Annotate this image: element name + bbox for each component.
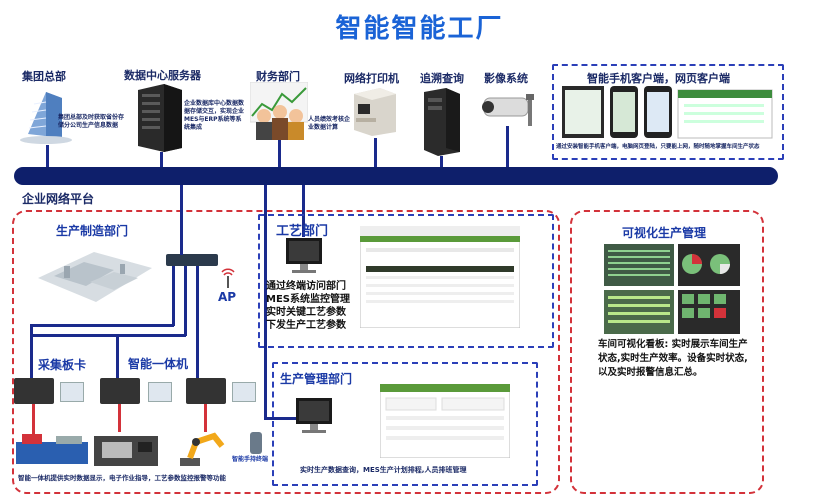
terminal-label: 智能一体机 [128, 357, 189, 371]
collector-label: 采集板卡 [38, 358, 87, 372]
network-label: 企业网络平台 [22, 192, 95, 206]
link-datacenter [160, 152, 163, 167]
trace-label: 追溯查询 [420, 72, 464, 85]
tower-pc-icon [420, 86, 464, 158]
cable-2 [118, 404, 121, 432]
craft-title: 工艺部门 [276, 224, 329, 239]
camera-icon [480, 92, 538, 130]
link-craft-pc [302, 185, 305, 237]
ap-label: AP [218, 290, 237, 304]
link-video [506, 126, 509, 167]
people-icon [249, 81, 309, 142]
wifi-icon [218, 264, 238, 290]
hline-1 [30, 324, 174, 327]
craft-screenshot [359, 225, 521, 329]
scanner-label: 智能手持终端 [232, 456, 269, 463]
visual-title: 可视化生产管理 [622, 226, 707, 240]
craft-pc-icon [284, 236, 324, 276]
finance-desc: 人员绩效考核企业数据计算 [308, 116, 351, 131]
robot-arm-icon [174, 428, 230, 468]
link-prodmgmt [264, 417, 300, 420]
collector-board-2 [100, 378, 140, 404]
monitor-1 [60, 382, 84, 402]
phone-screens [562, 84, 774, 140]
cable-3 [204, 404, 207, 432]
cnc-machine-icon [94, 430, 158, 468]
finance-label: 财务部门 [256, 70, 300, 83]
switch-icon [166, 254, 218, 266]
data-center-desc: 企业数据库中心数据数据存储交互，实现企业MES与ERP系统等系统集成 [184, 100, 245, 131]
link-trace [440, 156, 443, 167]
vline-dev2 [116, 334, 119, 380]
mobile-client-box [552, 64, 784, 160]
line-sw-3 [196, 266, 199, 314]
craft-line-2: MES系统监控管理 [266, 294, 350, 305]
line-sw-2 [184, 266, 187, 336]
hline-2 [30, 334, 186, 337]
page-title: 智能智能工厂 [335, 14, 504, 44]
data-center-label: 数据中心服务器 [124, 69, 201, 82]
prodmgmt-box [272, 362, 538, 486]
handheld-scanner-icon [250, 432, 262, 454]
building-icon [18, 84, 74, 144]
craft-line-1: 通过终端访问部门 [266, 281, 346, 292]
trunk-craft [264, 185, 267, 419]
dashboard-screens [604, 244, 740, 334]
printer-icon [350, 86, 400, 138]
link-finance [278, 140, 281, 167]
factory-icon [34, 238, 156, 308]
visual-desc: 车间可视化看板: 实时展示车间生产状态,实时生产效率。设备实时状态,以及实时报警… [598, 339, 748, 378]
mobile-client-label: 智能手机客户端，网页客户端 [587, 72, 730, 85]
visual-region [570, 210, 764, 494]
link-hq [46, 145, 49, 167]
production-footer: 智能一体机提供实时数据显示，电子作业指导，工艺参数监控报警等功能 [18, 474, 226, 482]
server-icon [134, 82, 186, 154]
craft-line-4: 下发生产工艺参数 [266, 320, 346, 331]
line-sw-1 [172, 266, 175, 326]
collector-board-3 [186, 378, 226, 404]
trunk-production [180, 185, 183, 255]
video-label: 影像系统 [484, 72, 528, 85]
group-hq-desc: 集团总部及时获取省份存储分公司生产信息数据 [58, 114, 125, 129]
monitor-2 [148, 382, 172, 402]
group-hq-label: 集团总部 [22, 70, 66, 83]
prodmgmt-pc-icon [294, 396, 334, 438]
prodmgmt-screenshot [379, 383, 511, 459]
craft-line-3: 实时关键工艺参数 [266, 307, 346, 318]
cable-1 [32, 404, 35, 436]
prodmgmt-title: 生产管理部门 [280, 372, 353, 386]
prodmgmt-footer: 实时生产数据查询，MES生产计划排程,人员排班管理 [300, 466, 467, 474]
mobile-client-desc: 通过安装智能手机客户端，电脑网页登陆，只要能上网，随时随地掌握车间生产状态 [556, 144, 760, 150]
printer-label: 网络打印机 [344, 72, 399, 85]
collector-board-1 [14, 378, 54, 404]
vline-dev1 [30, 324, 33, 380]
network-bus [14, 167, 778, 185]
monitor-3 [232, 382, 256, 402]
link-printer [374, 138, 377, 167]
injection-machine-icon [16, 432, 88, 466]
vline-dev3 [196, 312, 199, 380]
craft-box [258, 214, 554, 348]
production-region [12, 210, 560, 494]
production-title: 生产制造部门 [56, 224, 129, 238]
